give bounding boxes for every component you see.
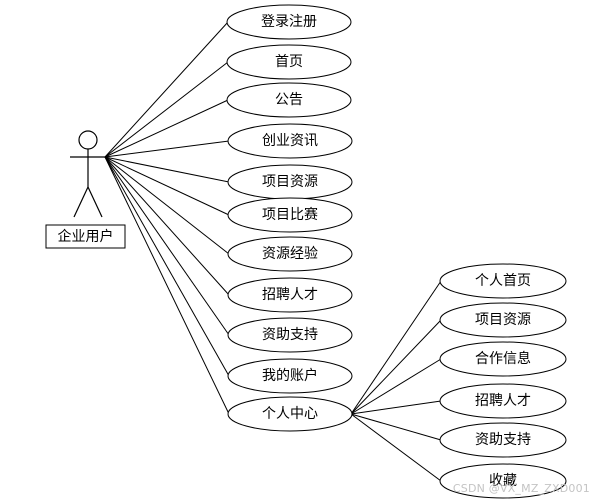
use-case-login-register[interactable]: 登录注册 [226,4,352,40]
use-case-label: 个人中心 [262,406,318,422]
association-line-login-register [104,21,229,158]
association-line-recruitment [104,156,230,296]
association-line-startup-news [104,140,230,158]
use-case-label: 登录注册 [261,14,317,30]
use-case-announcement[interactable]: 公告 [226,82,352,118]
association-line-personal-center [104,156,230,415]
association-line-home [104,61,229,158]
sub-use-case-label: 招聘人才 [475,393,531,409]
use-case-ellipse [227,317,353,353]
use-case-label: 招聘人才 [262,287,318,303]
use-case-label: 项目资源 [262,174,318,190]
sub-use-case-ellipse [439,383,567,419]
association-line-cooperation-info [350,358,442,415]
association-line-pc-recruitment [350,400,442,415]
use-case-label: 资助支持 [262,327,318,343]
association-line-my-account [104,156,230,377]
use-case-funding-support[interactable]: 资助支持 [227,317,353,353]
use-case-ellipse [226,4,352,40]
use-case-resource-experience[interactable]: 资源经验 [227,236,353,272]
use-case-label: 资源经验 [262,246,318,262]
sub-use-case-label: 合作信息 [475,350,531,367]
association-line-pc-project-resources [350,319,442,415]
sub-use-case-pc-recruitment[interactable]: 招聘人才 [439,383,567,419]
sub-use-case-ellipse [439,463,567,499]
sub-use-case-pc-project-resources[interactable]: 项目资源 [439,302,567,338]
association-line-announcement [104,99,229,158]
association-line-funding-support [104,156,230,336]
sub-use-case-ellipse [439,263,567,299]
use-case-ellipse [227,277,353,313]
sub-use-case-label: 个人首页 [475,273,531,289]
association-line-personal-home [350,280,442,415]
association-lines [104,21,442,482]
sub-use-case-ellipse [439,302,567,338]
actor-label-box [45,224,126,249]
use-case-label: 公告 [275,92,303,108]
actor-head [78,130,98,150]
use-case-ellipse [227,123,353,159]
use-case-ellipse [226,44,352,80]
actor-label: 企业用户 [58,228,114,245]
use-case-label: 创业资讯 [262,133,318,149]
use-case-ellipse [227,358,353,394]
sub-use-case-label: 收藏 [489,473,517,489]
sub-use-case-ellipse [439,341,567,377]
use-case-home[interactable]: 首页 [226,44,352,80]
sub-use-case-cooperation-info[interactable]: 合作信息 [439,341,567,377]
use-case-ellipse [227,197,353,233]
use-case-project-resources[interactable]: 项目资源 [227,164,353,200]
association-line-pc-funding-support [350,413,442,441]
sub-use-case-ellipse [439,422,567,458]
use-case-ellipse [227,236,353,272]
use-case-ellipse [227,396,353,432]
sub-use-case-label: 项目资源 [475,312,531,328]
sub-use-case-pc-funding-support[interactable]: 资助支持 [439,422,567,458]
use-case-label: 首页 [275,54,303,70]
association-line-project-competition [104,156,230,216]
association-line-project-resources [104,156,230,183]
actor-left-leg [73,186,89,218]
use-case-personal-center[interactable]: 个人中心 [227,396,353,432]
actor-right-leg [87,186,103,218]
association-line-favorites [350,413,442,482]
watermark-text: CSDN @VX_MZ_ZXD001 [452,482,590,495]
use-case-label: 项目比赛 [262,207,318,223]
use-case-my-account[interactable]: 我的账户 [227,358,353,394]
sub-use-case-label: 资助支持 [475,432,531,448]
use-case-recruitment[interactable]: 招聘人才 [227,277,353,313]
use-case-startup-news[interactable]: 创业资讯 [227,123,353,159]
association-line-resource-experience [104,156,230,255]
sub-use-case-personal-home[interactable]: 个人首页 [439,263,567,299]
actor: 企业用户 [45,130,126,249]
use-case-project-competition[interactable]: 项目比赛 [227,197,353,233]
use-case-label: 我的账户 [262,367,318,384]
use-case-ellipse [226,82,352,118]
sub-use-case-favorites[interactable]: 收藏 [439,463,567,499]
